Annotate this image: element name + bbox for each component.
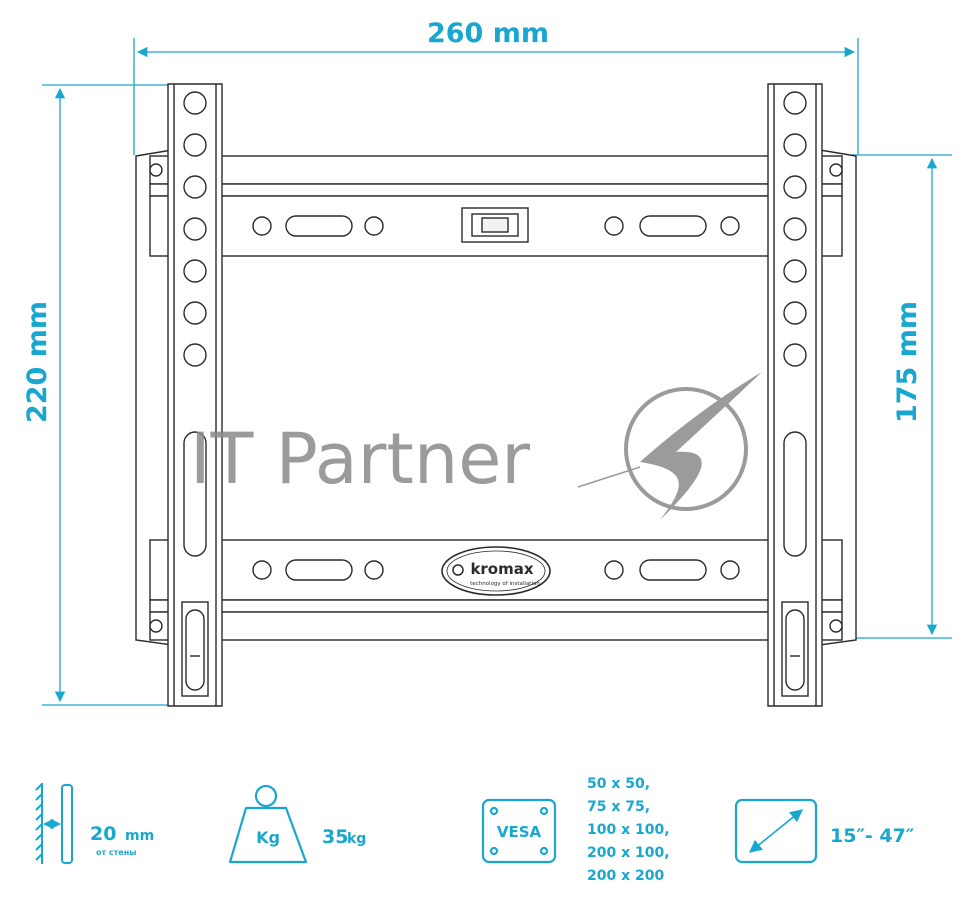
wall-gap-unit: mm <box>125 828 154 844</box>
watermark: IT Partner <box>190 372 762 520</box>
vesa-option: 100 x 100, <box>587 822 670 838</box>
watermark-text: IT Partner <box>190 418 530 500</box>
wall-plate-corner-holes <box>149 163 843 633</box>
wall-distance-icon <box>35 783 73 864</box>
dimension-lines <box>42 38 952 706</box>
right-vertical-arm <box>767 83 823 707</box>
wall-gap-value: 20 <box>90 823 116 845</box>
weight-icon <box>228 784 308 864</box>
brand-logo: kromax technology of installation <box>441 546 551 596</box>
screen-diagonal-icon <box>734 798 818 864</box>
vesa-option: 75 x 75, <box>587 799 650 815</box>
vesa-plate-icon <box>481 798 557 864</box>
top-rail-holes <box>252 215 740 237</box>
vesa-option: 200 x 200 <box>587 868 664 884</box>
watermark-logo-icon <box>577 372 762 520</box>
left-vertical-arm <box>167 83 223 707</box>
load-unit: kg <box>347 831 366 847</box>
lock-clip <box>461 207 529 243</box>
bottom-rail-holes <box>252 559 740 581</box>
brand-tagline: technology of installation <box>470 581 540 587</box>
brand-name: kromax <box>470 560 533 578</box>
vesa-options-list: 50 x 50, 75 x 75, 100 x 100, 200 x 100, … <box>587 776 670 884</box>
height-label: 220 mm <box>22 301 53 423</box>
vesa-icon-label: VESA <box>497 823 542 841</box>
kromax-logo-icon <box>452 564 464 576</box>
wall-plate <box>135 149 857 646</box>
wall-gap-note: от стены <box>96 848 136 857</box>
weight-icon-label: Kg <box>256 828 280 847</box>
load-value: 35 <box>322 826 348 848</box>
screen-size-value: 15″- 47″ <box>830 825 915 847</box>
vesa-option: 50 x 50, <box>587 776 650 792</box>
vesa-option: 200 x 100, <box>587 845 670 861</box>
width-label: 260 mm <box>427 18 549 49</box>
vesa-height-label: 175 mm <box>892 301 923 423</box>
